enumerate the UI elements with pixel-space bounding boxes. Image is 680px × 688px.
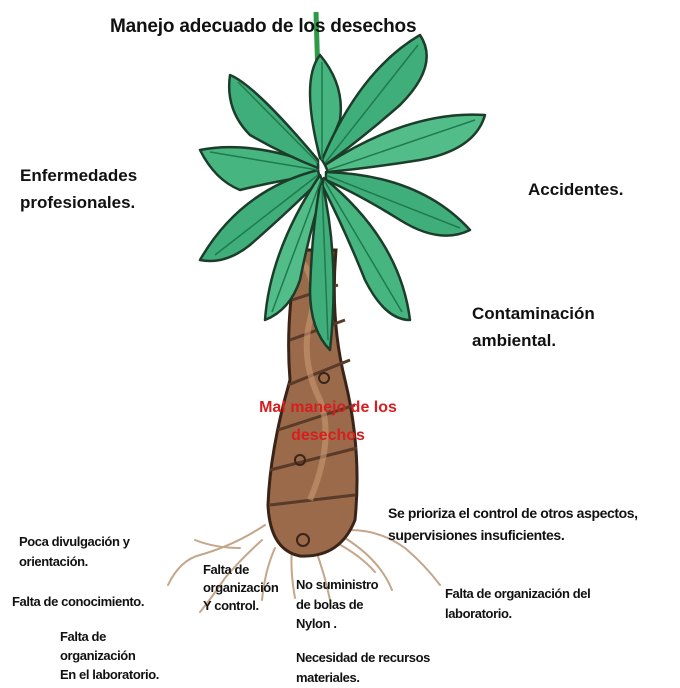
effect-enfermedades: Enfermedades profesionales. [20,162,137,216]
effect-accidentes: Accidentes. [528,176,623,203]
effect-contaminacion-line2: ambiental. [472,327,595,354]
cause-divulgacion-line1: Poca divulgación y [19,532,130,552]
palm-leaves [200,35,485,350]
cause-org-lab-line1: Falta de organización del [445,584,590,604]
cause-org-en-lab-line1: Falta de [60,628,159,647]
cause-conocimiento-line1: Falta de conocimiento. [12,592,144,612]
page-title: Manejo adecuado de los desechos [110,16,416,38]
effect-enfermedades-line1: Enfermedades [20,162,137,189]
cause-prioriza-line1: Se prioriza el control de otros aspectos… [388,503,638,525]
cause-nylon-line3: Nylon . [296,614,378,634]
cause-recursos: Necesidad de recursos materiales. [296,648,430,688]
cause-conocimiento: Falta de conocimiento. [12,592,144,612]
cause-org-lab: Falta de organización del laboratorio. [445,584,590,624]
cause-org-control-line2: organización [203,579,278,597]
cause-nylon-line2: de bolas de [296,595,378,615]
effect-enfermedades-line2: profesionales. [20,189,137,216]
central-problem-line2: desechos [238,422,418,450]
cause-divulgacion-line2: orientación. [19,552,130,572]
central-problem-line1: Mal manejo de los [238,394,418,422]
cause-org-en-lab-line2: organización [60,647,159,666]
cause-nylon-line1: No suministro [296,575,378,595]
cause-prioriza: Se prioriza el control de otros aspectos… [388,503,638,546]
cause-prioriza-line2: supervisiones insuficientes. [388,525,638,547]
effect-contaminacion-line1: Contaminación [472,300,595,327]
cause-divulgacion: Poca divulgación y orientación. [19,532,130,572]
cause-org-lab-line2: laboratorio. [445,604,590,624]
effect-contaminacion: Contaminación ambiental. [472,300,595,354]
cause-org-en-lab: Falta de organización En el laboratorio. [60,628,159,685]
cause-org-en-lab-line3: En el laboratorio. [60,666,159,685]
cause-recursos-line1: Necesidad de recursos [296,648,430,668]
cause-org-control: Falta de organización Y control. [203,561,278,616]
cause-nylon: No suministro de bolas de Nylon . [296,575,378,634]
cause-org-control-line1: Falta de [203,561,278,579]
central-problem: Mal manejo de los desechos [238,394,418,450]
cause-recursos-line2: materiales. [296,668,430,688]
effect-accidentes-line1: Accidentes. [528,176,623,203]
cause-org-control-line3: Y control. [203,597,278,615]
